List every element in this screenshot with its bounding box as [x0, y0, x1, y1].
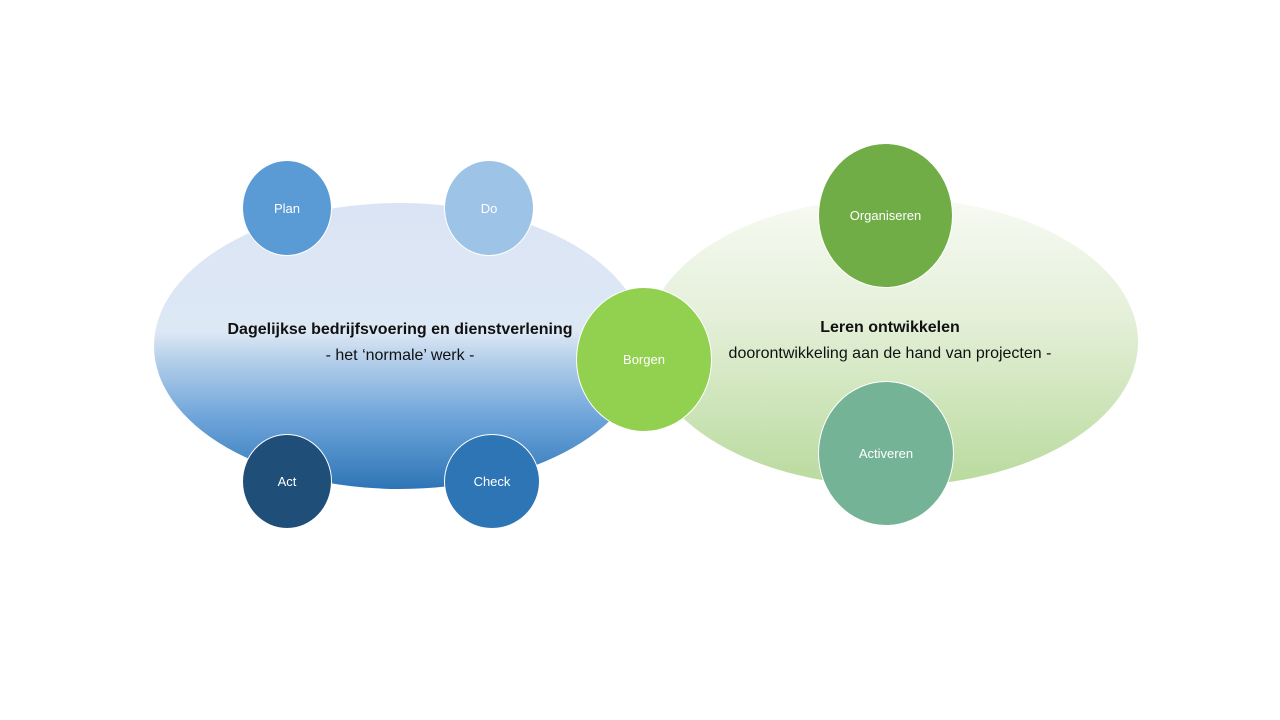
- learning-development-text: Leren ontwikkelen doorontwikkeling aan d…: [700, 316, 1080, 368]
- do-node-label: Do: [480, 200, 498, 216]
- daily-operations-subtitle: - het ‘normale’ werk -: [325, 347, 475, 364]
- check-node-label: Check: [473, 474, 511, 489]
- daily-operations-text: Dagelijkse bedrijfsvoering en dienstverl…: [200, 318, 600, 370]
- plan-node: Plan: [242, 160, 332, 256]
- daily-operations-ellipse: [154, 203, 646, 489]
- check-node: Check: [444, 434, 540, 529]
- organiseren-node: Organiseren: [818, 143, 953, 288]
- daily-operations-title: Dagelijkse bedrijfsvoering en dienstverl…: [227, 321, 573, 338]
- activeren-node-label: Activeren: [858, 446, 914, 461]
- activeren-node: Activeren: [818, 381, 954, 526]
- learning-development-subtitle: doorontwikkeling aan de hand van project…: [728, 345, 1052, 362]
- borgen-node: Borgen: [576, 287, 712, 432]
- plan-node-label: Plan: [273, 200, 301, 216]
- borgen-node-label: Borgen: [623, 352, 665, 367]
- learning-development-title: Leren ontwikkelen: [820, 319, 960, 336]
- act-node-label: Act: [277, 474, 297, 489]
- organiseren-node-label: Organiseren: [849, 208, 922, 223]
- do-node: Do: [444, 160, 534, 256]
- act-node: Act: [242, 434, 332, 529]
